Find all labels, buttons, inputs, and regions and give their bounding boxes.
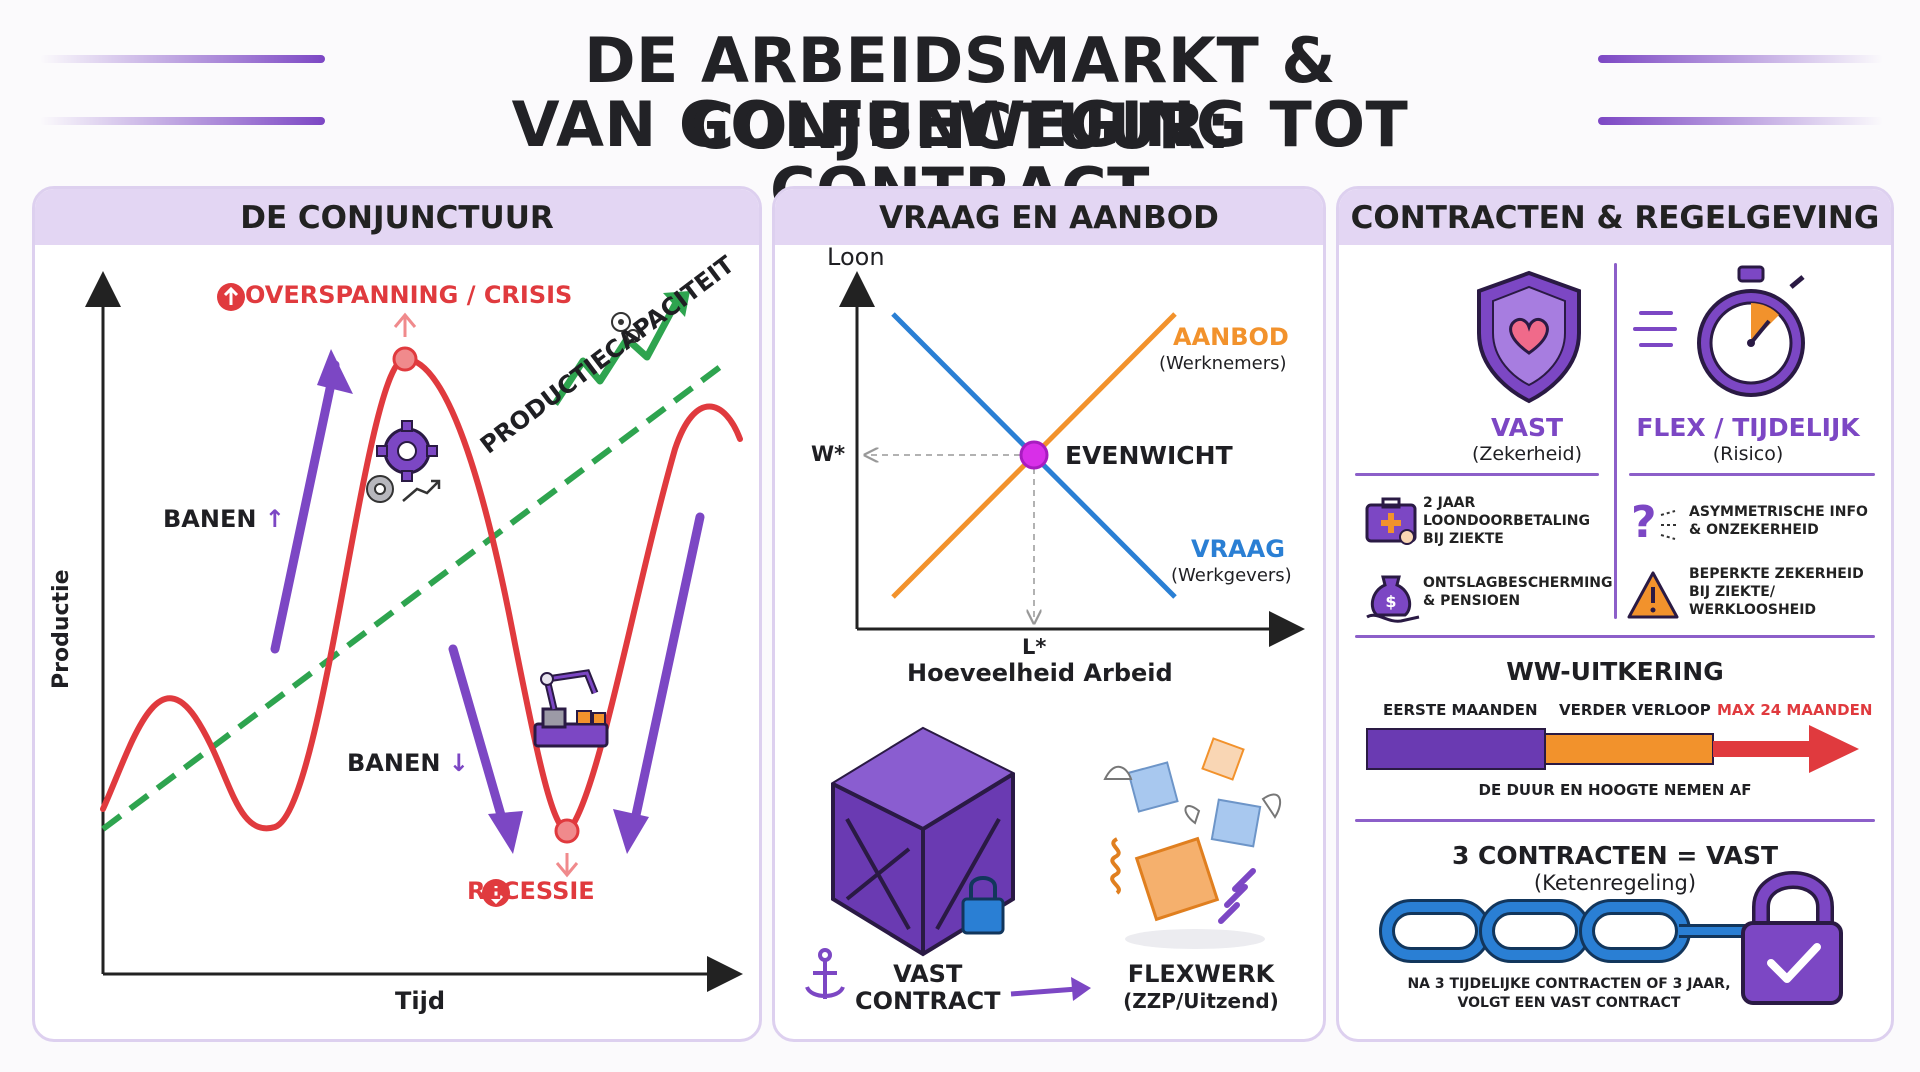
warning-icon	[1627, 571, 1679, 619]
flex-subtitle: (Risico)	[1712, 443, 1784, 465]
column-divider	[1614, 263, 1617, 619]
medical-bag-icon	[1365, 497, 1417, 545]
svg-text:?: ?	[1631, 497, 1657, 548]
title-decor-line	[1598, 55, 1883, 63]
x-axis-label: Tijd	[395, 987, 446, 1015]
jobs-down-arrow	[448, 644, 510, 834]
y-axis-label: Loon	[827, 243, 885, 271]
ww-title: WW-UITKERING	[1506, 657, 1724, 686]
divider	[1629, 473, 1875, 476]
vast-item-text: ONTSLAGBESCHERMING& PENSIOEN	[1423, 575, 1613, 609]
trough-point	[554, 818, 580, 844]
stopwatch-icon	[1633, 265, 1805, 397]
growth-zigzag	[552, 299, 681, 406]
ww-phase: EERSTE MAANDEN	[1383, 701, 1538, 719]
peak-point	[392, 346, 418, 372]
y-axis-label: Productie	[49, 569, 74, 689]
equilibrium-point	[1019, 440, 1049, 470]
divider	[1355, 635, 1875, 638]
money-bag-hand-icon: $	[1366, 575, 1420, 623]
jobs-down-arrow-2	[628, 512, 705, 834]
panel-conjunctuur: DE CONJUNCTUUR	[32, 186, 762, 1042]
trough-label: RECESSIE	[467, 877, 595, 905]
panel-heading: VRAAG EN AANBOD	[775, 189, 1323, 245]
gear-icon	[376, 420, 438, 482]
chain-lock-icon	[1379, 871, 1843, 1005]
business-cycle-diagram	[85, 271, 743, 992]
title-decor-line	[40, 117, 325, 125]
panel-heading: CONTRACTEN & REGELGEVING	[1339, 189, 1891, 245]
x-axis-label: Hoeveelheid Arbeid	[907, 659, 1173, 687]
vast-title: VAST	[1490, 413, 1564, 442]
page-title-line1: DE ARBEIDSMARKT & CONJUNCTUUR:	[584, 24, 1336, 163]
keten-subtitle: (Ketenregeling)	[1533, 871, 1697, 895]
arrow-down-small-icon: ↓	[448, 749, 469, 777]
anchor-icon	[805, 948, 845, 999]
title-decor-line	[40, 55, 325, 63]
flying-cubes-icon	[1103, 737, 1282, 949]
panel-heading: DE CONJUNCTUUR	[35, 189, 759, 245]
supply-label: AANBOD	[1173, 323, 1289, 351]
flex-title: FLEX / TIJDELIJK	[1636, 413, 1860, 442]
trend-icon	[402, 479, 441, 502]
gear-green-icon	[611, 312, 640, 343]
gear-small-icon	[366, 475, 394, 503]
peak-arrow	[393, 312, 417, 337]
flex-item-text: ASYMMETRISCHE INFO& ONZEKERHEID	[1689, 504, 1868, 538]
business-cycle-curve	[100, 355, 743, 833]
jobs-up-label: BANEN ↑	[163, 505, 285, 533]
divider	[1355, 819, 1875, 822]
peak-label: OVERSPANNING / CRISIS	[245, 281, 573, 309]
title-decor-line	[1598, 117, 1883, 125]
robot-arm-icon	[533, 669, 609, 748]
shield-heart-icon	[1477, 270, 1581, 404]
page-title-area: DE ARBEIDSMARKT & CONJUNCTUUR: VAN GOLFB…	[0, 22, 1920, 224]
panel-contracten: CONTRACTEN & REGELGEVING $	[1336, 186, 1894, 1042]
capacity-trend-line	[101, 364, 722, 832]
ww-note: DE DUUR EN HOOGTE NEMEN AF	[1478, 781, 1752, 799]
demand-label: VRAAG	[1191, 535, 1285, 563]
equilibrium-label: EVENWICHT	[1065, 441, 1233, 470]
l-star-label: L*	[1022, 635, 1047, 659]
w-star-label: W*	[811, 442, 846, 466]
transition-arrow	[1010, 986, 1078, 997]
flexwerk-label: FLEXWERK(ZZP/Uitzend)	[1123, 960, 1279, 1014]
panel-vraag-aanbod: VRAAG EN AANBOD	[772, 186, 1326, 1042]
question-icon: ?	[1631, 497, 1677, 548]
vast-subtitle: (Zekerheid)	[1471, 443, 1583, 465]
locked-crate-icon	[831, 726, 1015, 957]
keten-note: NA 3 TIJDELIJKE CONTRACTEN OF 3 JAAR,VOL…	[1407, 976, 1731, 1011]
ww-progress-bar	[1366, 725, 1859, 773]
arrow-up-small-icon: ↑	[264, 505, 285, 533]
supply-sublabel: (Werknemers)	[1159, 353, 1287, 374]
jobs-up-arrow	[270, 360, 340, 654]
ww-phase-max: MAX 24 MAANDEN	[1717, 701, 1873, 719]
jobs-down-label: BANEN ↓	[347, 749, 469, 777]
divider	[1355, 473, 1599, 476]
trough-arrow	[555, 853, 579, 878]
ww-phase: VERDER VERLOOP	[1559, 701, 1711, 719]
keten-title: 3 CONTRACTEN = VAST	[1451, 841, 1779, 870]
demand-sublabel: (Werkgevers)	[1171, 565, 1292, 586]
supply-demand-diagram	[805, 271, 1305, 1001]
contract-icons: $ ?	[1365, 265, 1859, 1005]
svg-text:$: $	[1385, 592, 1396, 611]
growth-arrowhead	[663, 291, 690, 317]
